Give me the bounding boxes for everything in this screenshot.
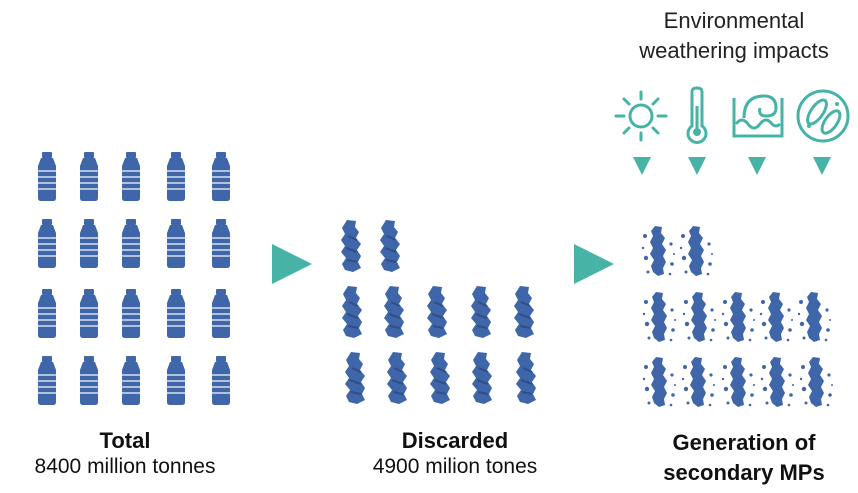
bottle-icon (122, 289, 140, 338)
bottle-icon (212, 356, 230, 405)
crushed-bottle-icon (429, 351, 451, 405)
bottle-icon (80, 152, 98, 201)
thermometer-icon (686, 86, 708, 144)
bottle-icon (122, 356, 140, 405)
wave-icon (732, 94, 784, 138)
bottle-icon (38, 356, 56, 405)
crushed-bottle-icon (383, 285, 405, 339)
arrow-down-icon (633, 157, 651, 175)
fragmented-bottle-icon (682, 292, 716, 342)
sun-icon (614, 90, 668, 142)
bottle-icon (38, 219, 56, 268)
crushed-bottle-icon (515, 351, 537, 405)
bottle-icon (38, 152, 56, 201)
fragmented-bottle-icon (760, 357, 794, 407)
bottle-icon (80, 219, 98, 268)
crushed-bottle-icon (344, 351, 366, 405)
bottle-icon (212, 152, 230, 201)
fragmented-bottle-icon (797, 292, 831, 342)
discarded-label: Discarded (401, 428, 509, 453)
env-title-line2: weathering impacts (639, 38, 829, 63)
bottle-icon (167, 289, 185, 338)
fragmented-bottle-icon (799, 357, 833, 407)
fragmented-bottle-icon (641, 226, 675, 276)
arrow-right-icon (272, 244, 312, 284)
arrow-down-icon (813, 157, 831, 175)
bottle-icon (38, 289, 56, 338)
generation-line2: secondary MPs (663, 460, 825, 485)
bottle-icon (80, 289, 98, 338)
crushed-bottle-icon (426, 285, 448, 339)
fragmented-bottle-icon (721, 357, 755, 407)
fragmented-bottle-icon (681, 357, 715, 407)
fragmented-bottles-grid (641, 226, 833, 407)
environmental-impacts-title: Environmental weathering impacts (610, 6, 858, 66)
bottle-icon (212, 219, 230, 268)
crushed-bottle-icon (513, 285, 535, 339)
fragmented-bottle-icon (679, 226, 713, 276)
total-label: Total (99, 428, 151, 453)
discarded-amount: 4900 milion tones (372, 455, 538, 478)
bottle-icon (167, 356, 185, 405)
total-amount: 8400 million tonnes (34, 455, 216, 478)
total-caption: Total 8400 million tonnes (0, 428, 250, 480)
bottle-icon (212, 289, 230, 338)
generation-line1: Generation of (672, 430, 816, 455)
arrow-down-icon (688, 157, 706, 175)
fragmented-bottle-icon (642, 357, 676, 407)
fragmented-bottle-icon (642, 292, 676, 342)
crushed-bottle-icon (471, 351, 493, 405)
discarded-bottles-grid (340, 219, 537, 405)
total-bottles-grid (38, 152, 230, 405)
fragmented-bottle-icon (759, 292, 793, 342)
crushed-bottle-icon (386, 351, 408, 405)
bottle-icon (122, 219, 140, 268)
arrow-right-icon (574, 244, 614, 284)
bottle-icon (80, 356, 98, 405)
bottle-icon (167, 219, 185, 268)
arrow-down-icon (748, 157, 766, 175)
crushed-bottle-icon (470, 285, 492, 339)
fragmented-bottle-icon (721, 292, 755, 342)
crushed-bottle-icon (340, 219, 362, 273)
discarded-caption: Discarded 4900 milion tones (330, 428, 580, 480)
bottle-icon (167, 152, 185, 201)
generation-caption: Generation of secondary MPs (630, 428, 858, 488)
crushed-bottle-icon (379, 219, 401, 273)
env-title-line1: Environmental (663, 8, 805, 33)
bottle-icon (122, 152, 140, 201)
microbe-icon (796, 89, 850, 143)
crushed-bottle-icon (341, 285, 363, 339)
